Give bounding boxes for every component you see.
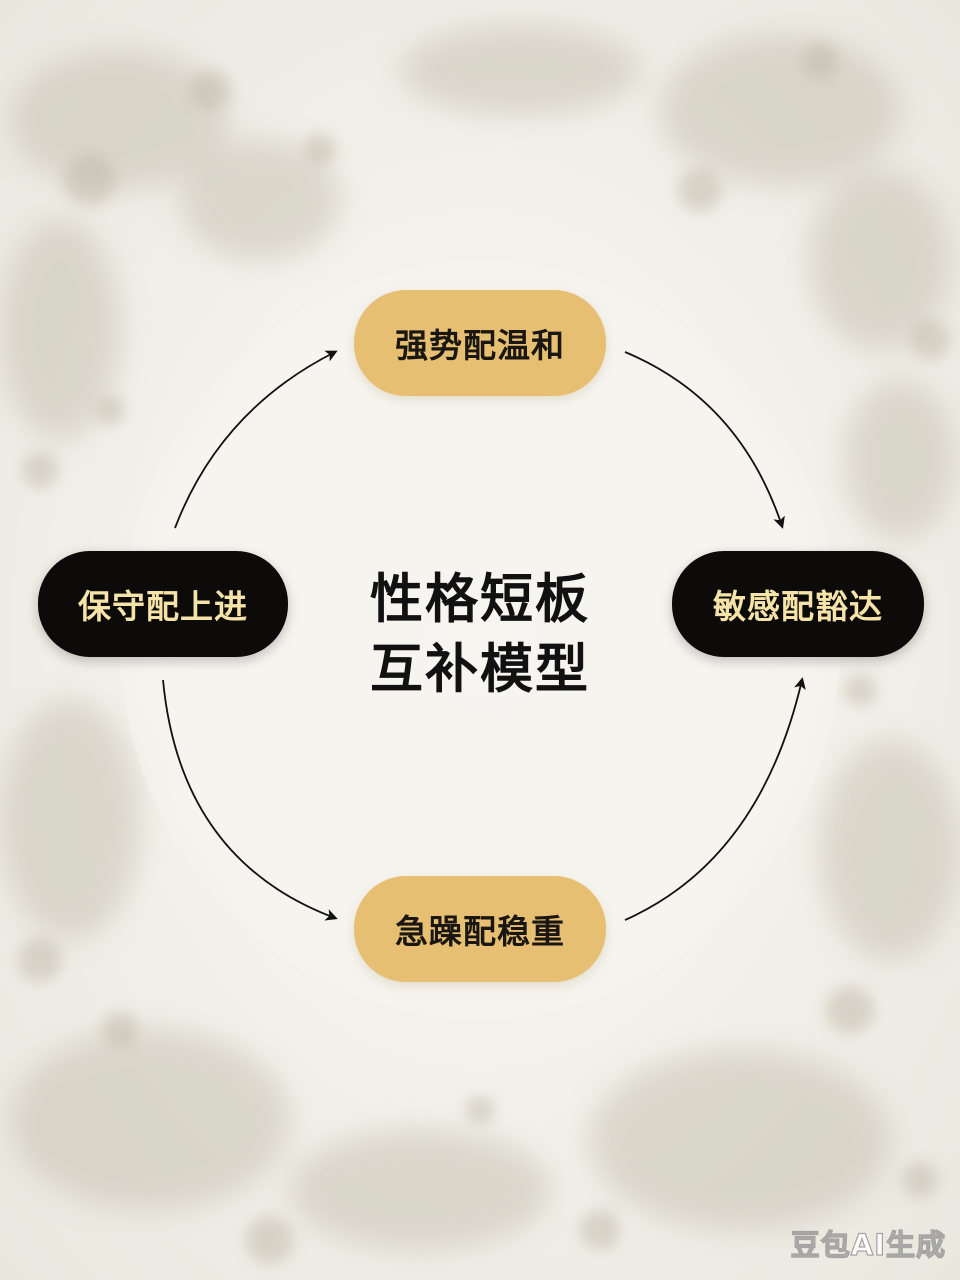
node-top-label: 强势配温和 [395, 326, 565, 365]
watermark: 豆包AI生成 [790, 1227, 946, 1262]
node-top: 强势配温和 [354, 290, 606, 396]
arrow-left-to-top [174, 350, 338, 529]
node-bottom: 急躁配稳重 [354, 876, 606, 982]
node-left-label: 保守配上进 [78, 587, 248, 626]
title-line-1: 性格短板 [370, 569, 590, 630]
node-bottom-label: 急躁配稳重 [395, 912, 565, 951]
node-right-label: 敏感配豁达 [713, 587, 883, 626]
node-right: 敏感配豁达 [672, 551, 924, 657]
arrow-top-to-right [624, 351, 785, 529]
arrow-left-to-bottom [162, 679, 338, 921]
diagram-title: 性格短板 互补模型 [330, 565, 630, 705]
arrow-bottom-to-right [624, 677, 806, 921]
title-line-2: 互补模型 [370, 639, 590, 700]
node-left: 保守配上进 [38, 551, 288, 657]
